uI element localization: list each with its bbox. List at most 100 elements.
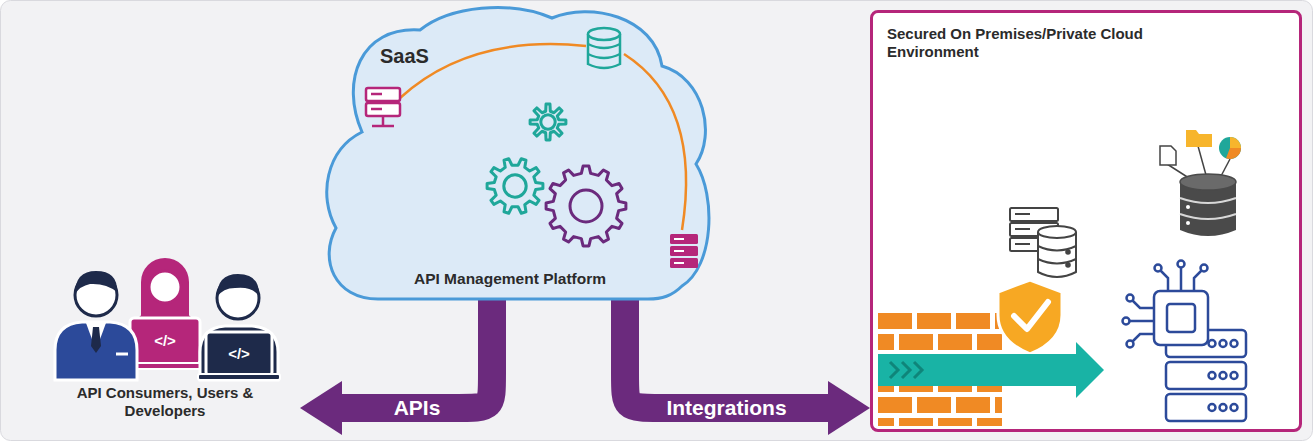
businessman: [116, 353, 128, 356]
arrow-head: [300, 381, 342, 435]
server-icon: [371, 93, 382, 96]
server-icon: [1231, 340, 1238, 347]
developer-woman: [135, 310, 195, 360]
data-store-icon: [1226, 148, 1241, 159]
server-icon: [1231, 404, 1238, 411]
server-icon: [366, 103, 400, 116]
code-symbol: </>: [228, 345, 250, 363]
data-store-icon: [1180, 182, 1236, 236]
data-store-icon: [1167, 164, 1192, 180]
firewall-icon: [878, 313, 1002, 426]
server-icon: [670, 234, 698, 268]
data-store-icon: [1186, 130, 1212, 147]
chip-icon: [1201, 265, 1208, 272]
firewall-icon: [917, 355, 951, 371]
environment-icons: [860, 130, 1246, 434]
server-rack-icon: [1010, 208, 1058, 251]
firewall-icon: [878, 418, 894, 426]
server-icon: [1220, 404, 1227, 411]
server-rack-icon: [1010, 208, 1058, 221]
developer-woman: [141, 258, 189, 306]
firewall-icon: [995, 397, 1002, 413]
data-store-icon: [1230, 137, 1241, 148]
server-icon: [1209, 372, 1216, 379]
firewall-icon: [878, 355, 912, 371]
gear-icons: [530, 104, 566, 140]
server-icon: [382, 116, 385, 126]
people-icon: [55, 258, 280, 380]
database-icon: [588, 54, 620, 58]
label-slot: </>: [228, 345, 250, 363]
businessman: [86, 323, 106, 350]
flow-band: [342, 298, 492, 408]
firewall-icon: [995, 313, 1002, 329]
shield-icon: [1014, 302, 1048, 329]
server-icon: [1166, 362, 1246, 389]
firewall-icon: [977, 376, 1002, 392]
developer-woman: [141, 282, 189, 316]
server-icon: [674, 238, 684, 240]
chip-icon: [1167, 304, 1195, 332]
gear-icons: [530, 104, 566, 140]
server-icon: [366, 88, 400, 126]
data-store-icon: [1186, 205, 1190, 209]
shield-icon: [998, 280, 1062, 354]
chip-icon: [1178, 261, 1185, 268]
developer-woman: [130, 318, 200, 364]
server-icon: [1220, 340, 1227, 347]
server-icon: [1209, 404, 1216, 411]
data-flow-arrow: [890, 362, 922, 378]
gear-icons: [487, 159, 543, 214]
edge-label: Integrations: [666, 396, 786, 419]
chip-icon: [1155, 265, 1162, 272]
data-store-icon: [1220, 159, 1230, 178]
server-rack-icon: [1015, 228, 1030, 230]
server-icon: [372, 125, 394, 128]
text-slot: API Consumers, Users & Developers: [65, 384, 265, 421]
data-store-icon: [1219, 137, 1241, 159]
database-icon: [1038, 226, 1076, 277]
server-icon: [371, 108, 382, 111]
chip-icon: [1160, 268, 1202, 290]
firewall-icon: [995, 355, 1002, 371]
database-icon: [588, 44, 620, 48]
server-icon: [366, 88, 400, 101]
server-rack-icon: [1015, 243, 1030, 245]
arrow-head: [828, 381, 870, 435]
firewall-icon: [938, 334, 972, 350]
database-icon: [588, 28, 620, 40]
server-rack-icon: [1015, 213, 1030, 215]
server-icon: [674, 262, 684, 264]
data-store-icon: [1198, 146, 1206, 175]
database-icon: [1038, 232, 1076, 277]
database-icon: [1038, 246, 1076, 251]
chip-icon: [1123, 318, 1130, 325]
server-icon: [1209, 340, 1216, 347]
firewall-icon: [917, 397, 951, 413]
cloud-icons: [366, 28, 698, 268]
server-icon: [670, 246, 698, 256]
edge-label-slot: APIs: [394, 396, 441, 419]
businessman: [75, 274, 117, 316]
firewall-icon: [956, 397, 990, 413]
data-flow-arrow: [878, 342, 1104, 398]
businessman: [55, 322, 137, 380]
node-label: API Management Platform: [360, 270, 660, 289]
server-rack-icon: [1010, 223, 1058, 236]
data-flow-arrow: [1076, 342, 1104, 398]
data-store-icon: [1160, 146, 1176, 165]
database-icon: [1038, 259, 1076, 264]
developer-man: [217, 274, 259, 297]
chip-icon: [1130, 300, 1153, 342]
cloud-shape: [320, 4, 712, 302]
firewall-icon: [878, 397, 912, 413]
developer-man: [198, 374, 280, 380]
developer-woman: [122, 363, 208, 369]
text-slot: Secured On Premises/Private Cloud Enviro…: [887, 25, 1177, 62]
firewall-icon: [956, 355, 990, 371]
gear-icons: [504, 175, 526, 197]
label-slot: </>: [154, 332, 176, 350]
